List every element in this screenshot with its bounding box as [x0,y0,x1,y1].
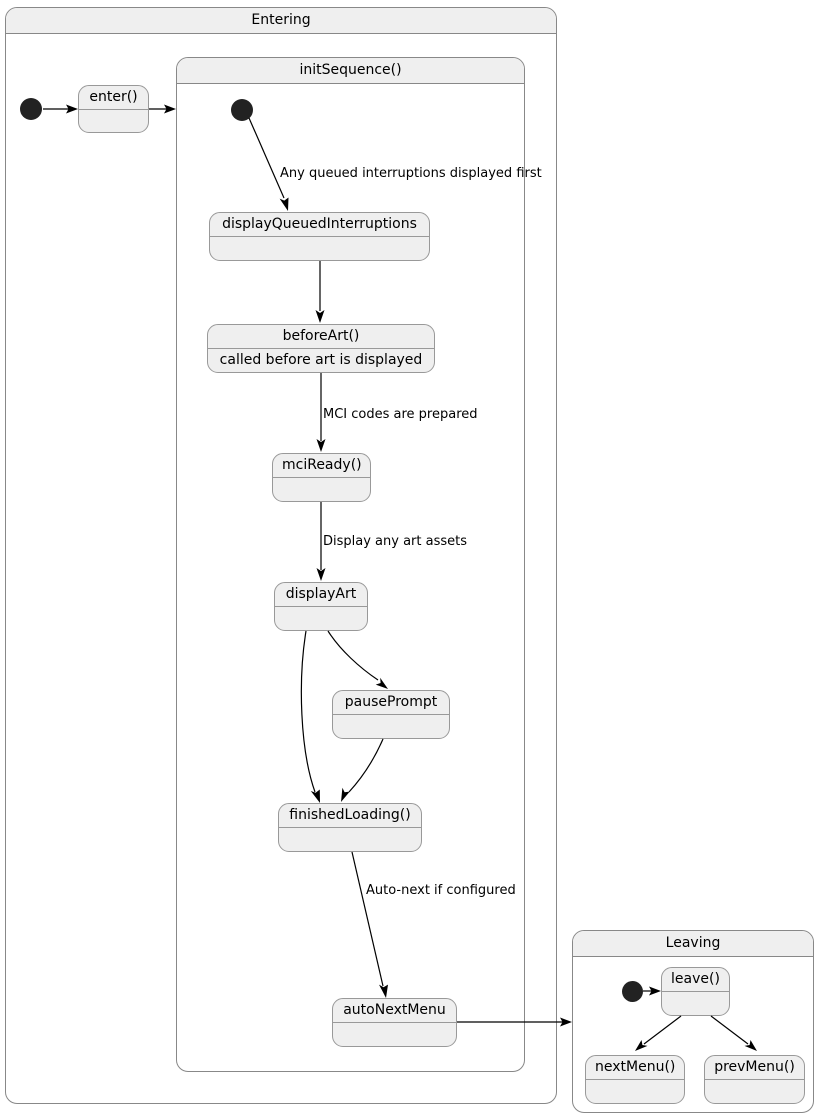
transition-label-auto-next-if-configured: Auto-next if configured [366,883,516,898]
initial-pseudostate-entering [20,98,42,120]
state-auto-next-menu-name: autoNextMenu [333,999,456,1023]
transition-label-display-art-assets: Display any art assets [323,534,468,549]
state-leave[interactable]: leave() [661,967,730,1016]
composite-state-entering-title: Entering [6,8,556,34]
state-display-queued-interruptions[interactable]: displayQueuedInterruptions [209,212,430,261]
state-leave-body [662,992,729,1015]
state-pause-prompt-name: pausePrompt [333,691,449,715]
state-pause-prompt-body [333,715,449,738]
state-leave-name: leave() [662,968,729,992]
state-next-menu-body [586,1080,684,1103]
state-prev-menu-name: prevMenu() [705,1056,804,1080]
state-prev-menu[interactable]: prevMenu() [704,1055,805,1104]
state-before-art-name: beforeArt() [208,325,434,349]
composite-state-init-sequence-title: initSequence() [177,58,524,84]
initial-pseudostate-init-sequence [231,99,253,121]
transition-label-any-queued-interruptions: Any queued interruptions displayed first [280,166,542,181]
state-prev-menu-body [705,1080,804,1103]
state-display-queued-interruptions-body [210,237,429,260]
state-before-art[interactable]: beforeArt() called before art is display… [207,324,435,373]
composite-state-leaving-title: Leaving [573,931,813,957]
initial-pseudostate-leaving [622,981,643,1002]
state-next-menu-name: nextMenu() [586,1056,684,1080]
state-display-art-name: displayArt [275,583,367,607]
state-display-art[interactable]: displayArt [274,582,368,631]
state-auto-next-menu[interactable]: autoNextMenu [332,998,457,1047]
state-mci-ready[interactable]: mciReady() [272,453,371,502]
state-finished-loading-name: finishedLoading() [279,804,421,828]
state-enter-body [79,110,148,132]
state-auto-next-menu-body [333,1023,456,1046]
state-display-art-body [275,607,367,630]
state-display-queued-interruptions-name: displayQueuedInterruptions [210,213,429,237]
state-mci-ready-name: mciReady() [273,454,370,478]
state-next-menu[interactable]: nextMenu() [585,1055,685,1104]
transition-label-mci-codes-prepared: MCI codes are prepared [323,407,478,422]
state-before-art-body: called before art is displayed [219,352,423,368]
state-enter[interactable]: enter() [78,85,149,133]
state-finished-loading-body [279,828,421,851]
composite-state-init-sequence[interactable]: initSequence() [176,57,525,1072]
state-finished-loading[interactable]: finishedLoading() [278,803,422,852]
state-enter-name: enter() [79,86,148,110]
state-pause-prompt[interactable]: pausePrompt [332,690,450,739]
state-mci-ready-body [273,478,370,501]
